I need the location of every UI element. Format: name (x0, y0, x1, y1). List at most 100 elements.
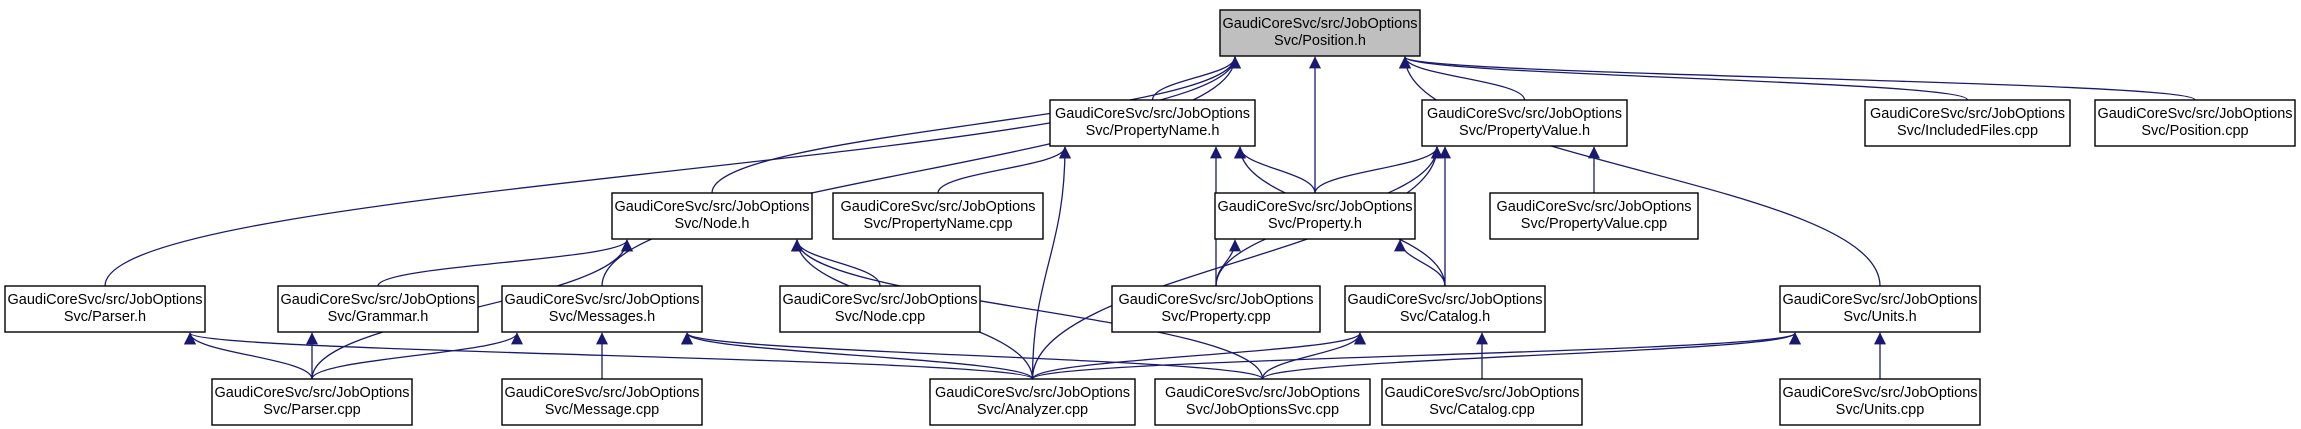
node-box (779, 285, 981, 333)
node-box (929, 378, 1136, 426)
node-label-line: Svc/PropertyName.h (1086, 123, 1220, 139)
graph-node-units-h[interactable]: GaudiCoreSvc/src/JobOptionsSvc/Units.h (1779, 285, 1981, 333)
node-label-line: GaudiCoreSvc/src/JobOptions (280, 292, 475, 308)
dependency-edge (1031, 146, 1071, 380)
node-box (832, 192, 1044, 240)
graph-node-position-cpp[interactable]: GaudiCoreSvc/src/JobOptionsSvc/Position.… (2094, 99, 2296, 147)
graph-node-includedfiles-cpp[interactable]: GaudiCoreSvc/src/JobOptionsSvc/IncludedF… (1864, 99, 2071, 147)
node-label-line: GaudiCoreSvc/src/JobOptions (782, 292, 977, 308)
node-label-line: GaudiCoreSvc/src/JobOptions (1496, 199, 1691, 215)
node-label-line: GaudiCoreSvc/src/JobOptions (1118, 292, 1313, 308)
node-label-line: Svc/IncludedFiles.cpp (1897, 123, 2038, 139)
node-box (1864, 99, 2071, 147)
dependency-edge (601, 56, 1241, 287)
node-label-line: Svc/Parser.h (64, 309, 146, 325)
node-label-line: Svc/Units.cpp (1836, 402, 1925, 418)
dependency-edge (1399, 56, 1969, 101)
node-label-line: GaudiCoreSvc/src/JobOptions (614, 199, 809, 215)
graph-node-grammar-h[interactable]: GaudiCoreSvc/src/JobOptionsSvc/Grammar.h (277, 285, 479, 333)
node-label-line: Svc/Grammar.h (328, 309, 429, 325)
dependency-edge (791, 239, 1264, 380)
node-label-line: Svc/JobOptionsSvc.cpp (1186, 402, 1339, 418)
graph-node-position-h: GaudiCoreSvc/src/JobOptionsSvc/Position.… (1219, 9, 1421, 57)
dependency-edge (1215, 239, 1241, 287)
dependency-edge (1399, 56, 1881, 287)
dependency-edge (681, 332, 1264, 380)
node-label-line: GaudiCoreSvc/src/JobOptions (1222, 16, 1417, 32)
dependency-edge (1031, 146, 1443, 380)
dependency-edge (1399, 56, 1526, 101)
node-label-line: GaudiCoreSvc/src/JobOptions (1384, 385, 1579, 401)
node-label-line: Svc/Node.h (675, 216, 750, 232)
node-label-line: GaudiCoreSvc/src/JobOptions (214, 385, 409, 401)
node-box (501, 285, 703, 333)
node-label-line: Svc/PropertyName.cpp (863, 216, 1012, 232)
graph-node-parser-h[interactable]: GaudiCoreSvc/src/JobOptionsSvc/Parser.h (4, 285, 206, 333)
node-label-line: Svc/Property.cpp (1161, 309, 1270, 325)
dependency-edge (311, 332, 523, 380)
node-label-line: Svc/Messages.h (549, 309, 655, 325)
node-label-line: Svc/Units.h (1843, 309, 1916, 325)
node-label-line: Svc/PropertyValue.cpp (1521, 216, 1667, 232)
node-label-line: Svc/Property.h (1268, 216, 1362, 232)
node-box (1779, 378, 1981, 426)
graph-node-joboptionssvc-cpp[interactable]: GaudiCoreSvc/src/JobOptionsSvc/JobOption… (1154, 378, 1371, 426)
dependency-edge (1399, 56, 2196, 101)
node-box (501, 378, 703, 426)
node-label-line: Svc/Message.cpp (545, 402, 659, 418)
node-label-line: Svc/Catalog.h (1400, 309, 1490, 325)
node-box (611, 192, 813, 240)
node-label-line: Svc/PropertyValue.h (1459, 123, 1590, 139)
node-box (1381, 378, 1583, 426)
node-box (1489, 192, 1699, 240)
node-box (1779, 285, 1981, 333)
dependency-edge (1314, 146, 1443, 194)
dependency-edge (377, 239, 633, 287)
dependency-edge (711, 56, 1241, 194)
graph-node-messages-h[interactable]: GaudiCoreSvc/src/JobOptionsSvc/Messages.… (501, 285, 703, 333)
node-box (1049, 99, 1256, 147)
dependency-edge (1394, 239, 1446, 287)
graph-node-catalog-cpp[interactable]: GaudiCoreSvc/src/JobOptionsSvc/Catalog.c… (1381, 378, 1583, 426)
node-label-line: Svc/Analyzer.cpp (977, 402, 1088, 418)
node-label-line: GaudiCoreSvc/src/JobOptions (1347, 292, 1542, 308)
node-label-line: GaudiCoreSvc/src/JobOptions (1782, 385, 1977, 401)
graph-node-propertyvalue-cpp[interactable]: GaudiCoreSvc/src/JobOptionsSvc/PropertyV… (1489, 192, 1699, 240)
node-label-line: Svc/Position.h (1274, 33, 1366, 49)
node-label-line: Svc/Parser.cpp (263, 402, 361, 418)
node-label-line: GaudiCoreSvc/src/JobOptions (504, 385, 699, 401)
node-label-line: Svc/Node.cpp (835, 309, 925, 325)
dependency-edge (1151, 56, 1241, 101)
node-label-line: GaudiCoreSvc/src/JobOptions (1165, 385, 1360, 401)
graph-node-node-h[interactable]: GaudiCoreSvc/src/JobOptionsSvc/Node.h (611, 192, 813, 240)
dependency-edge (184, 332, 1034, 380)
graph-node-node-cpp[interactable]: GaudiCoreSvc/src/JobOptionsSvc/Node.cpp (779, 285, 981, 333)
graph-node-units-cpp[interactable]: GaudiCoreSvc/src/JobOptionsSvc/Units.cpp (1779, 378, 1981, 426)
graph-node-catalog-h[interactable]: GaudiCoreSvc/src/JobOptionsSvc/Catalog.h (1344, 285, 1546, 333)
node-box (4, 285, 206, 333)
node-label-line: GaudiCoreSvc/src/JobOptions (1055, 106, 1250, 122)
node-box (1154, 378, 1371, 426)
node-box (211, 378, 413, 426)
node-label-line: GaudiCoreSvc/src/JobOptions (1217, 199, 1412, 215)
node-label-line: GaudiCoreSvc/src/JobOptions (935, 385, 1130, 401)
dependency-edge (1261, 332, 1801, 380)
graph-node-propertyvalue-h[interactable]: GaudiCoreSvc/src/JobOptionsSvc/PropertyV… (1421, 99, 1628, 147)
graph-node-message-cpp[interactable]: GaudiCoreSvc/src/JobOptionsSvc/Message.c… (501, 378, 703, 426)
node-layer: GaudiCoreSvc/src/JobOptionsSvc/Position.… (4, 9, 2296, 426)
graph-node-propertyname-cpp[interactable]: GaudiCoreSvc/src/JobOptionsSvc/PropertyN… (832, 192, 1044, 240)
node-box (1219, 9, 1421, 57)
graph-node-analyzer-cpp[interactable]: GaudiCoreSvc/src/JobOptionsSvc/Analyzer.… (929, 378, 1136, 426)
graph-node-property-h[interactable]: GaudiCoreSvc/src/JobOptionsSvc/Property.… (1214, 192, 1416, 240)
graph-node-parser-cpp[interactable]: GaudiCoreSvc/src/JobOptionsSvc/Parser.cp… (211, 378, 413, 426)
node-label-line: Svc/Position.cpp (2141, 123, 2248, 139)
graph-node-property-cpp[interactable]: GaudiCoreSvc/src/JobOptionsSvc/Property.… (1111, 285, 1321, 333)
node-box (277, 285, 479, 333)
node-label-line: GaudiCoreSvc/src/JobOptions (1427, 106, 1622, 122)
node-box (1421, 99, 1628, 147)
node-label-line: GaudiCoreSvc/src/JobOptions (1870, 106, 2065, 122)
node-box (1344, 285, 1546, 333)
graph-node-propertyname-h[interactable]: GaudiCoreSvc/src/JobOptionsSvc/PropertyN… (1049, 99, 1256, 147)
node-box (1214, 192, 1416, 240)
